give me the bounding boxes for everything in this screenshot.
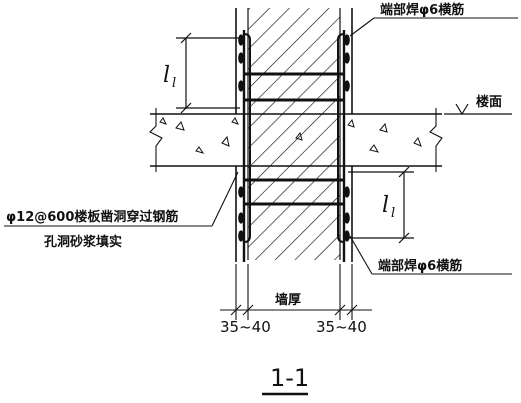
cover-left-label: 35~40 bbox=[220, 318, 271, 336]
wall-thickness-label: 墙厚 bbox=[275, 292, 301, 308]
top-callout-label: 端部焊φ6横筋 bbox=[380, 2, 464, 18]
floor-slab bbox=[149, 108, 443, 172]
lap-length-dimension-top bbox=[176, 32, 240, 114]
slab-aggregate-marks bbox=[159, 117, 422, 154]
floor-label: 楼面 bbox=[476, 94, 502, 110]
rebar-note-line1: φ12@600楼板凿洞穿过钢筋 bbox=[6, 209, 178, 225]
lap-length-top-subscript: l bbox=[172, 76, 176, 91]
bottom-dimension-chain bbox=[220, 264, 372, 320]
floor-level-marker bbox=[444, 103, 512, 116]
section-title: 1-1 bbox=[270, 364, 309, 392]
lap-length-bottom-label: l bbox=[382, 193, 389, 218]
top-callout-leader bbox=[349, 17, 518, 37]
lap-length-bottom-subscript: l bbox=[391, 206, 395, 221]
vertical-rebars bbox=[242, 30, 346, 262]
rebar-note-leader bbox=[4, 171, 239, 227]
bottom-callout-label: 端部焊φ6横筋 bbox=[378, 258, 462, 274]
rebar-note-line2: 孔洞砂浆填实 bbox=[44, 234, 122, 250]
horizontal-bars bbox=[244, 72, 344, 206]
wall-outline bbox=[235, 8, 353, 262]
bottom-callout-leader bbox=[349, 235, 512, 275]
cover-right-label: 35~40 bbox=[316, 318, 367, 336]
lap-rebars bbox=[243, 33, 345, 243]
lap-length-dimension-bottom bbox=[348, 166, 414, 244]
lap-length-top-label: l bbox=[163, 63, 170, 88]
weld-beads bbox=[238, 34, 350, 242]
